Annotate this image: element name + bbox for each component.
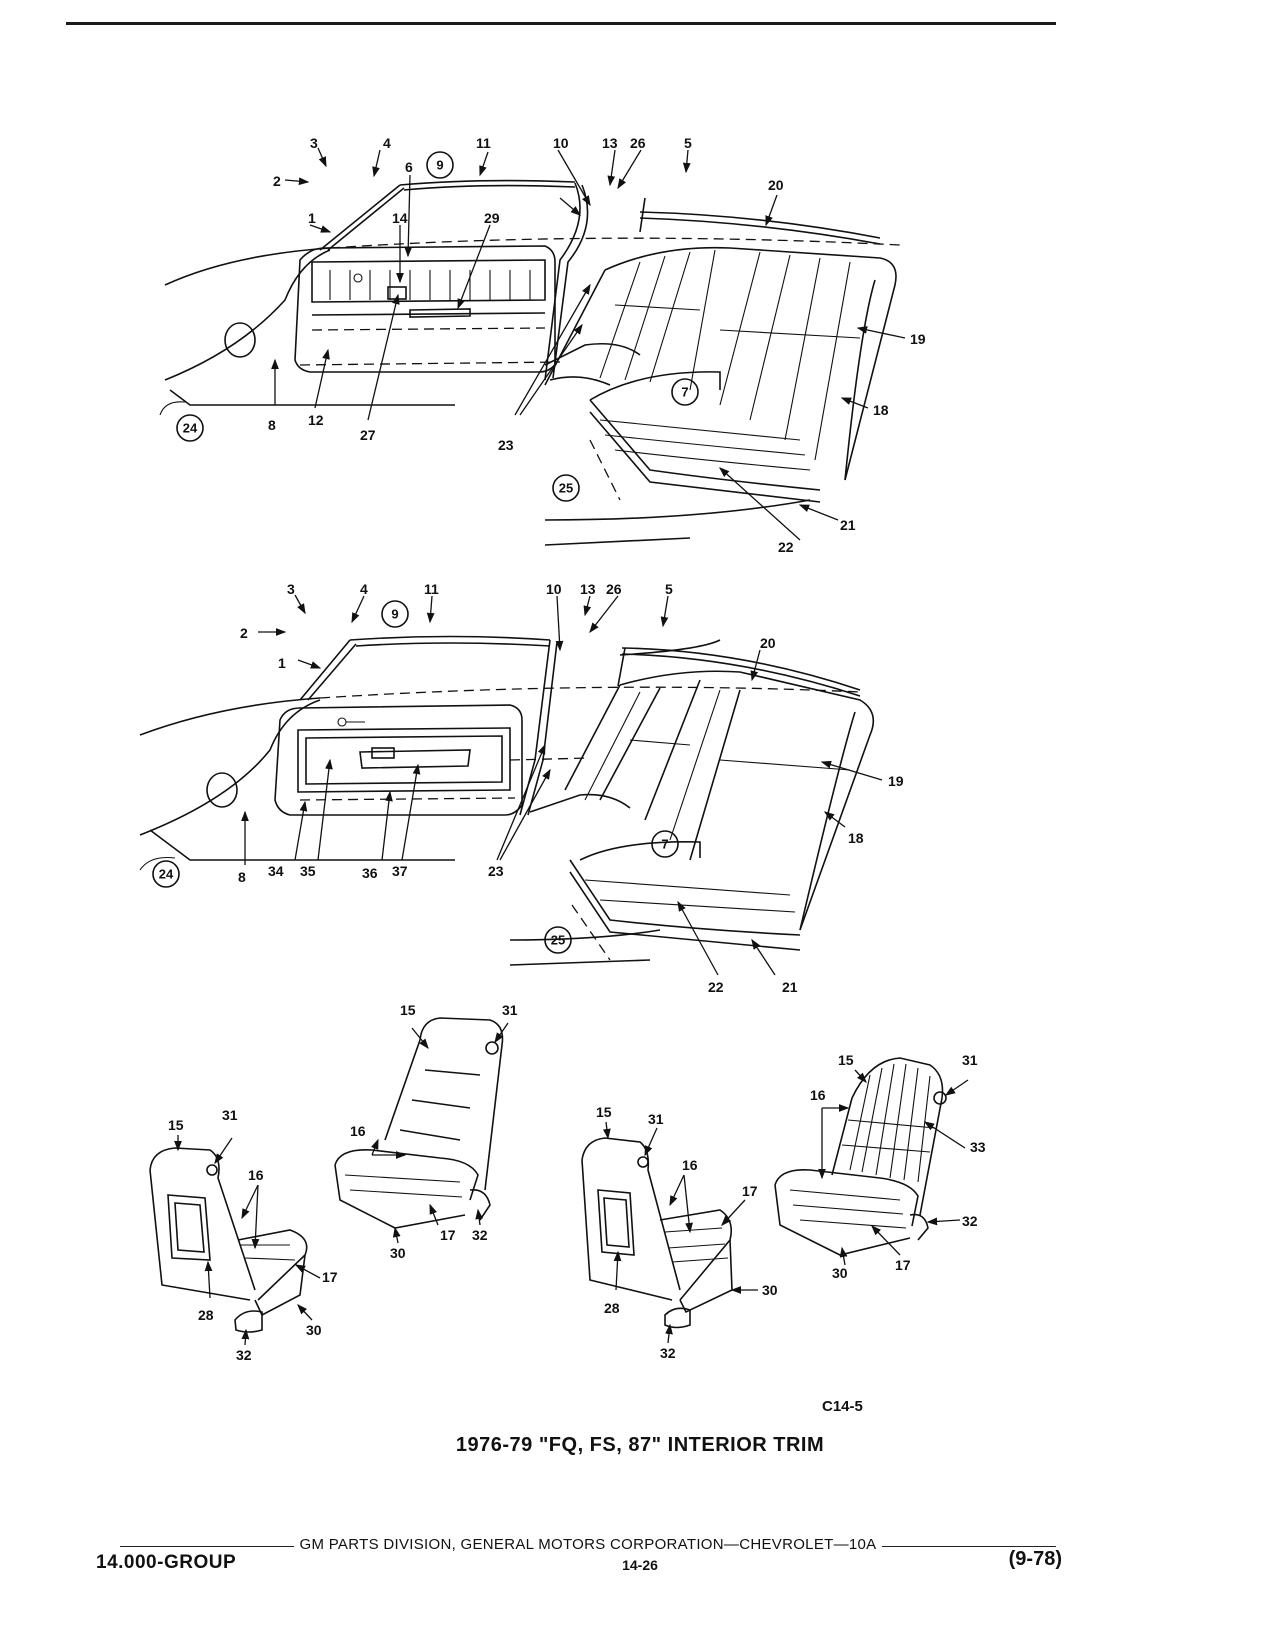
callout-20: 20 bbox=[768, 177, 784, 193]
callout-circled-9: 9 bbox=[391, 607, 398, 622]
callout-33: 33 bbox=[970, 1139, 986, 1155]
seat-1-rear-view: 15 31 16 17 28 30 32 bbox=[149, 1107, 338, 1363]
callout-30: 30 bbox=[390, 1245, 406, 1261]
callout-2: 2 bbox=[240, 625, 248, 641]
seat-3-rear-view: 15 31 16 17 28 30 32 bbox=[581, 1104, 778, 1361]
callout-circled-9: 9 bbox=[436, 158, 443, 173]
callout-3: 3 bbox=[287, 581, 295, 597]
callout-17: 17 bbox=[440, 1227, 456, 1243]
callout-16: 16 bbox=[350, 1123, 366, 1139]
callout-18: 18 bbox=[873, 402, 889, 418]
callout-17: 17 bbox=[742, 1183, 758, 1199]
callout-30: 30 bbox=[832, 1265, 848, 1281]
callout-10: 10 bbox=[553, 135, 569, 151]
callout-30: 30 bbox=[762, 1282, 778, 1298]
callout-27: 27 bbox=[360, 427, 376, 443]
callout-1: 1 bbox=[278, 655, 286, 671]
callout-4: 4 bbox=[383, 135, 391, 151]
interior-trim-diagram: 3 2 4 6 11 10 13 26 5 1 14 29 20 19 18 2… bbox=[139, 135, 986, 1363]
footer-rule-left bbox=[120, 1546, 294, 1547]
callout-12: 12 bbox=[308, 412, 324, 428]
callout-11: 11 bbox=[476, 135, 491, 151]
callout-36: 36 bbox=[362, 865, 378, 881]
footer-rule-right bbox=[882, 1546, 1056, 1547]
callout-8: 8 bbox=[268, 417, 276, 433]
figure-caption: 1976-79 "FQ, FS, 87" INTERIOR TRIM bbox=[455, 1434, 825, 1456]
callout-19: 19 bbox=[910, 331, 926, 347]
callout-6: 6 bbox=[405, 159, 413, 175]
callout-15: 15 bbox=[168, 1117, 184, 1133]
callout-5: 5 bbox=[684, 135, 692, 151]
callout-20: 20 bbox=[760, 635, 776, 651]
callout-circled-25: 25 bbox=[559, 481, 573, 496]
callout-circled-24: 24 bbox=[159, 867, 174, 882]
callout-8: 8 bbox=[238, 869, 246, 885]
callout-1: 1 bbox=[308, 210, 316, 226]
callout-37: 37 bbox=[392, 863, 408, 879]
seat-2-front-view: 15 31 16 17 32 30 bbox=[334, 1002, 518, 1261]
callout-31: 31 bbox=[502, 1002, 518, 1018]
callout-16: 16 bbox=[248, 1167, 264, 1183]
callout-32: 32 bbox=[472, 1227, 488, 1243]
callout-17: 17 bbox=[895, 1257, 911, 1273]
callout-29: 29 bbox=[484, 210, 500, 226]
callout-14: 14 bbox=[392, 210, 408, 226]
callout-circled-24: 24 bbox=[183, 421, 198, 436]
seat-4-front-view: 15 31 16 33 32 17 30 bbox=[774, 1052, 986, 1281]
callout-22: 22 bbox=[778, 539, 794, 555]
callout-28: 28 bbox=[604, 1300, 620, 1316]
figure-code: C14-5 bbox=[822, 1398, 863, 1415]
callout-circled-25: 25 bbox=[551, 933, 565, 948]
callout-32: 32 bbox=[236, 1347, 252, 1363]
callout-26: 26 bbox=[630, 135, 646, 151]
callout-circled-7: 7 bbox=[681, 385, 688, 400]
footer-group: 14.000-GROUP bbox=[96, 1552, 237, 1573]
callout-16: 16 bbox=[682, 1157, 698, 1173]
callout-10: 10 bbox=[546, 581, 562, 597]
callout-17: 17 bbox=[322, 1269, 338, 1285]
callout-18: 18 bbox=[848, 830, 864, 846]
callout-4: 4 bbox=[360, 581, 368, 597]
callout-13: 13 bbox=[602, 135, 618, 151]
callout-11: 11 bbox=[424, 581, 439, 597]
footer-publisher-line: GM PARTS DIVISION, GENERAL MOTORS CORPOR… bbox=[120, 1536, 1056, 1553]
callout-35: 35 bbox=[300, 863, 316, 879]
footer-publisher: GM PARTS DIVISION, GENERAL MOTORS CORPOR… bbox=[299, 1536, 877, 1553]
top-rule bbox=[66, 22, 1056, 25]
callout-15: 15 bbox=[400, 1002, 416, 1018]
top-interior-view: 3 2 4 6 11 10 13 26 5 1 14 29 20 19 18 2… bbox=[159, 135, 926, 555]
callout-circled-7: 7 bbox=[661, 837, 668, 852]
callout-19: 19 bbox=[888, 773, 904, 789]
callout-15: 15 bbox=[838, 1052, 854, 1068]
callout-2: 2 bbox=[273, 173, 281, 189]
middle-interior-view: 3 2 4 11 10 13 26 5 1 20 19 18 21 22 23 … bbox=[139, 581, 904, 995]
footer-page-number: 14-26 bbox=[622, 1557, 658, 1573]
callout-13: 13 bbox=[580, 581, 596, 597]
callout-32: 32 bbox=[962, 1213, 978, 1229]
footer-date: (9-78) bbox=[1008, 1548, 1062, 1570]
callout-22: 22 bbox=[708, 979, 724, 995]
callout-15: 15 bbox=[596, 1104, 612, 1120]
callout-31: 31 bbox=[222, 1107, 238, 1123]
callout-28: 28 bbox=[198, 1307, 214, 1323]
callout-21: 21 bbox=[840, 517, 856, 533]
callout-30: 30 bbox=[306, 1322, 322, 1338]
callout-23: 23 bbox=[488, 863, 504, 879]
callout-26: 26 bbox=[606, 581, 622, 597]
callout-21: 21 bbox=[782, 979, 798, 995]
callout-34: 34 bbox=[268, 863, 284, 879]
callout-31: 31 bbox=[648, 1111, 664, 1127]
callout-23: 23 bbox=[498, 437, 514, 453]
callout-32: 32 bbox=[660, 1345, 676, 1361]
callout-31: 31 bbox=[962, 1052, 978, 1068]
callout-5: 5 bbox=[665, 581, 673, 597]
callout-16: 16 bbox=[810, 1087, 826, 1103]
callout-3: 3 bbox=[310, 135, 318, 151]
